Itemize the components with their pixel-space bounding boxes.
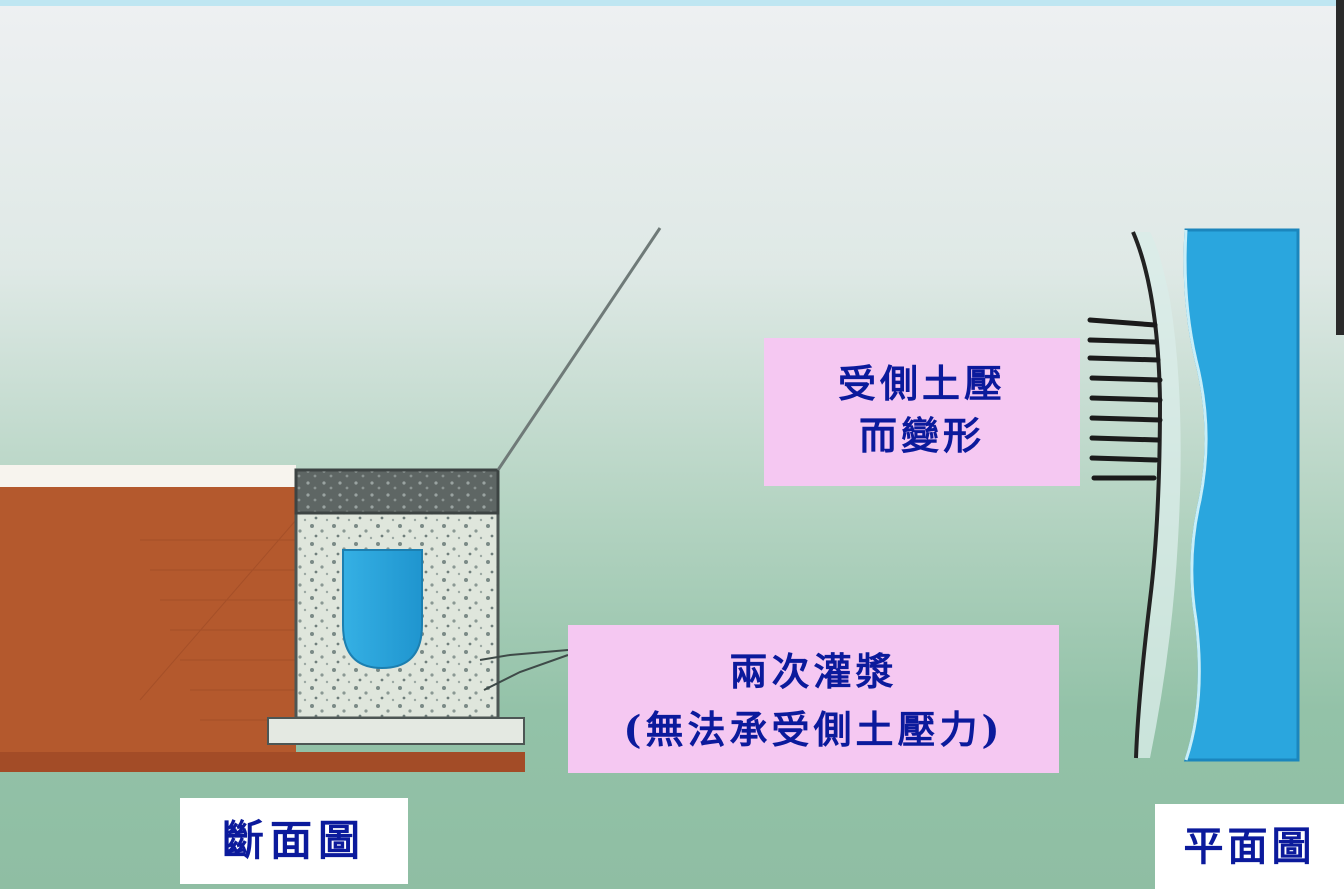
plan-view-caption: 平面圖 (1155, 804, 1344, 889)
lateral-label-line2: 而變形 (858, 413, 985, 458)
water-flow (342, 549, 423, 670)
plan-view (1087, 228, 1300, 762)
earth-pressure-arrows (1087, 317, 1163, 481)
grout-label: 兩次灌漿 (無法承受側土壓力) (568, 625, 1059, 773)
surface-slab (0, 465, 296, 487)
leader-line (496, 227, 662, 471)
grout-label-line2: (無法承受側土壓力) (623, 707, 1004, 752)
top-border (0, 0, 1344, 6)
lateral-pressure-label: 受側土壓 而變形 (764, 338, 1080, 486)
frame-edge (1336, 0, 1344, 335)
lateral-label-line1: 受側土壓 (837, 361, 1006, 406)
grout-leaders (479, 649, 569, 691)
soil-block (0, 487, 525, 772)
grout-label-line1: 兩次灌漿 (729, 649, 898, 694)
section-view-caption: 斷面圖 (180, 798, 408, 884)
channel-section (267, 468, 525, 745)
